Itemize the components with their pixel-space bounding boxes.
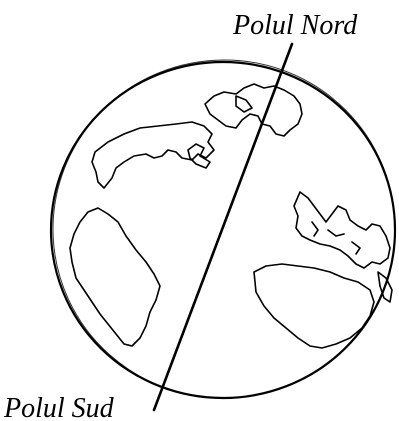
south-pole-label: Polul Sud [3, 393, 115, 421]
continent-island-2 [236, 96, 252, 112]
continent-europe [294, 192, 390, 268]
earth-axis-line [154, 44, 292, 410]
continent-greenland [205, 84, 302, 136]
continent-island-1 [188, 144, 210, 168]
north-pole-label: Polul Nord [232, 10, 358, 41]
continent-north-america [92, 122, 214, 188]
